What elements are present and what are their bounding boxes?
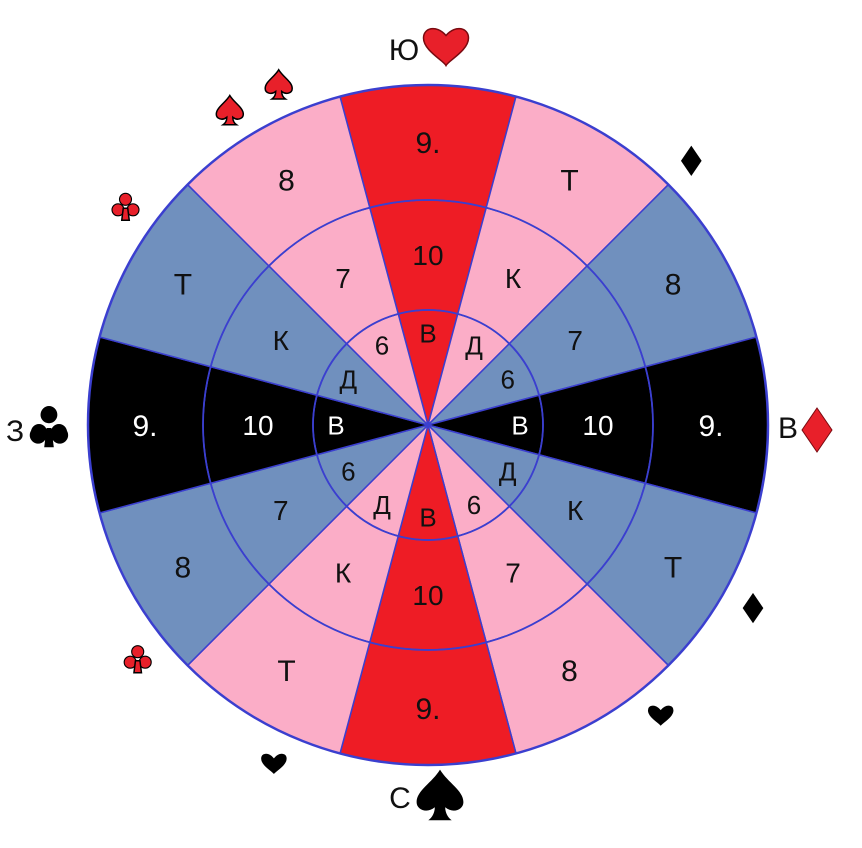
label-outer-10: Т — [174, 268, 192, 301]
label-inner-0: В — [419, 318, 436, 348]
direction-west-letter: З — [6, 415, 24, 448]
direction-south: С — [389, 769, 464, 821]
label-outer-11: 8 — [278, 165, 295, 198]
label-middle-9: 10 — [242, 410, 273, 441]
clubs-icon-left — [31, 424, 47, 440]
diamonds-icon — [740, 590, 766, 626]
spades-icon — [215, 94, 245, 126]
hearts-icon — [259, 752, 289, 777]
spades-icon — [416, 769, 464, 821]
label-outer-0: 9. — [415, 127, 440, 160]
label-inner-3: В — [511, 410, 528, 440]
label-middle-11: 7 — [335, 263, 351, 294]
ring-border-1 — [202, 199, 654, 651]
label-inner-7: Д — [373, 490, 391, 520]
label-inner-9: В — [327, 410, 344, 440]
hearts-icon — [646, 704, 675, 729]
label-inner-5: 6 — [467, 490, 481, 520]
outer-suit-markers — [111, 68, 766, 777]
ring-border-0 — [312, 309, 544, 541]
label-inner-8: 6 — [341, 456, 355, 486]
label-middle-6: 10 — [412, 580, 443, 611]
direction-north: Ю — [389, 27, 470, 68]
spades-icon — [264, 68, 293, 100]
clubs-icon — [111, 192, 140, 222]
label-middle-3: 10 — [582, 410, 613, 441]
label-inner-2: 6 — [500, 364, 514, 394]
wheel-ring-borders — [86, 83, 770, 767]
direction-north-letter: Ю — [389, 34, 419, 67]
clubs-icon — [123, 645, 152, 674]
diamonds-icon — [679, 142, 704, 179]
wheel-segments — [87, 84, 769, 766]
direction-east: В — [778, 407, 833, 453]
ring-border-2 — [86, 83, 770, 767]
direction-east-letter: В — [778, 412, 798, 445]
label-outer-1: Т — [560, 165, 578, 198]
clubs-icon-right — [51, 424, 67, 440]
label-outer-8: 8 — [175, 551, 192, 584]
label-outer-2: 8 — [665, 268, 682, 301]
label-middle-2: 7 — [567, 325, 583, 356]
clubs-icon-top — [41, 406, 57, 422]
label-inner-1: Д — [465, 331, 483, 361]
label-middle-5: 7 — [505, 557, 521, 588]
direction-south-letter: С — [389, 782, 411, 815]
label-outer-7: Т — [277, 655, 295, 688]
hearts-icon — [422, 27, 470, 68]
label-outer-5: 8 — [561, 655, 578, 688]
label-middle-1: К — [505, 263, 522, 294]
label-outer-6: 9. — [415, 693, 440, 726]
label-outer-4: Т — [664, 551, 682, 584]
label-middle-0: 10 — [412, 240, 443, 271]
label-inner-4: Д — [499, 456, 517, 486]
label-inner-6: В — [419, 502, 436, 532]
label-middle-7: К — [335, 557, 352, 588]
label-middle-10: К — [273, 325, 290, 356]
label-inner-10: Д — [339, 364, 357, 394]
direction-west: З — [6, 406, 69, 448]
label-inner-11: 6 — [375, 331, 389, 361]
diamonds-icon — [801, 407, 833, 453]
label-middle-8: 7 — [273, 495, 289, 526]
label-outer-3: 9. — [698, 410, 723, 443]
label-outer-9: 9. — [132, 410, 157, 443]
label-middle-4: К — [567, 495, 584, 526]
